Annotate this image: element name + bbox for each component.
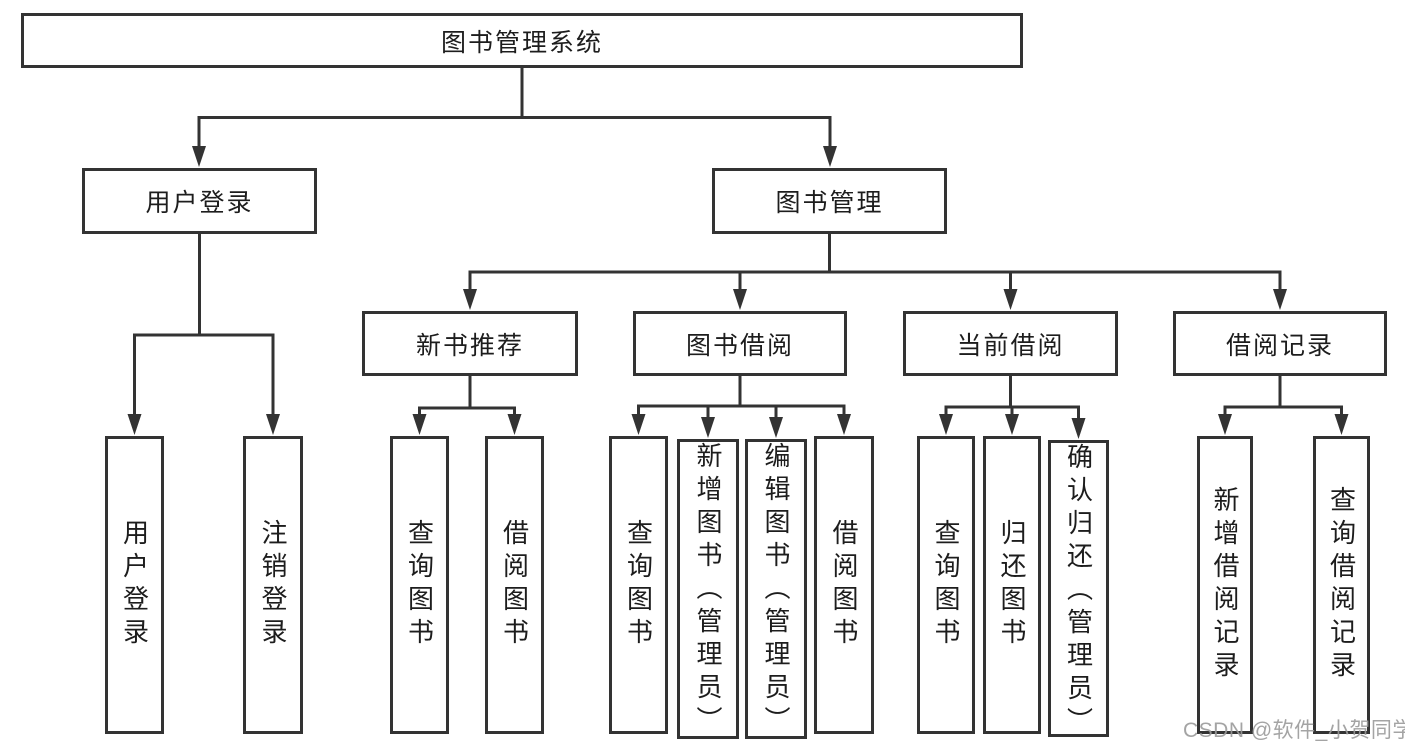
node-leaf-query-books-recommend: 查询图书 <box>390 436 449 734</box>
node-leaf-borrow-books-recommend-label: 借阅图书 <box>499 519 530 651</box>
node-leaf-borrow-books-recommend: 借阅图书 <box>485 436 544 734</box>
node-leaf-logout-label: 注销登录 <box>258 519 288 651</box>
node-leaf-add-books-admin: 新增图书（管理员） <box>677 439 739 739</box>
node-user-login-label: 用户登录 <box>145 189 254 217</box>
connector-book-management-to-level3 <box>463 232 1287 310</box>
node-leaf-user-login-label: 用户登录 <box>119 519 150 651</box>
node-leaf-borrow-books: 借阅图书 <box>814 436 874 734</box>
node-leaf-query-books-recommend-label: 查询图书 <box>404 519 435 651</box>
node-leaf-query-borrow-record: 查询借阅记录 <box>1313 436 1370 734</box>
node-library-system: 图书管理系统 <box>21 13 1023 68</box>
node-leaf-confirm-return-admin-label: 确认归还（管理员） <box>1063 443 1094 740</box>
connector-root-to-level2 <box>192 66 837 167</box>
csdn-watermark: CSDN @软件_小贺同学 <box>1183 719 1405 742</box>
node-user-login: 用户登录 <box>82 168 317 234</box>
node-leaf-query-books-borrow: 查询图书 <box>609 436 668 734</box>
node-leaf-add-books-admin-label: 新增图书（管理员） <box>693 442 723 739</box>
node-leaf-add-borrow-record: 新增借阅记录 <box>1197 436 1253 734</box>
connector-new-book-recommend-to-leaves <box>412 374 522 435</box>
node-leaf-return-books: 归还图书 <box>983 436 1041 734</box>
node-library-system-label: 图书管理系统 <box>440 28 603 57</box>
node-leaf-confirm-return-admin: 确认归还（管理员） <box>1048 440 1109 740</box>
node-leaf-edit-books-admin: 编辑图书（管理员） <box>745 439 807 739</box>
node-leaf-query-books-current: 查询图书 <box>917 436 975 734</box>
node-book-management-label: 图书管理 <box>775 189 884 217</box>
node-leaf-edit-books-admin-label: 编辑图书（管理员） <box>761 442 791 739</box>
node-leaf-query-books-current-label: 查询图书 <box>931 519 961 651</box>
node-book-management: 图书管理 <box>712 168 947 234</box>
node-leaf-borrow-books-label: 借阅图书 <box>829 519 859 651</box>
node-current-borrow: 当前借阅 <box>903 311 1118 376</box>
node-leaf-query-borrow-record-label: 查询借阅记录 <box>1326 486 1357 684</box>
node-book-borrow: 图书借阅 <box>633 311 847 376</box>
node-leaf-query-books-borrow-label: 查询图书 <box>623 519 654 651</box>
connector-user-login-to-leaves <box>127 232 280 435</box>
node-borrow-records: 借阅记录 <box>1173 311 1387 376</box>
node-new-book-recommend-label: 新书推荐 <box>415 331 524 360</box>
node-borrow-records-label: 借阅记录 <box>1225 331 1334 360</box>
node-leaf-add-borrow-record-label: 新增借阅记录 <box>1210 486 1240 684</box>
node-current-borrow-label: 当前借阅 <box>956 331 1065 360</box>
connector-current-borrow-to-leaves <box>939 374 1086 439</box>
node-leaf-return-books-label: 归还图书 <box>997 519 1027 651</box>
connector-borrow-records-to-leaves <box>1218 374 1349 435</box>
node-new-book-recommend: 新书推荐 <box>362 311 578 376</box>
node-leaf-logout: 注销登录 <box>243 436 303 734</box>
connector-book-borrow-to-leaves <box>631 374 851 438</box>
node-leaf-user-login: 用户登录 <box>105 436 164 734</box>
node-book-borrow-label: 图书借阅 <box>685 331 794 360</box>
